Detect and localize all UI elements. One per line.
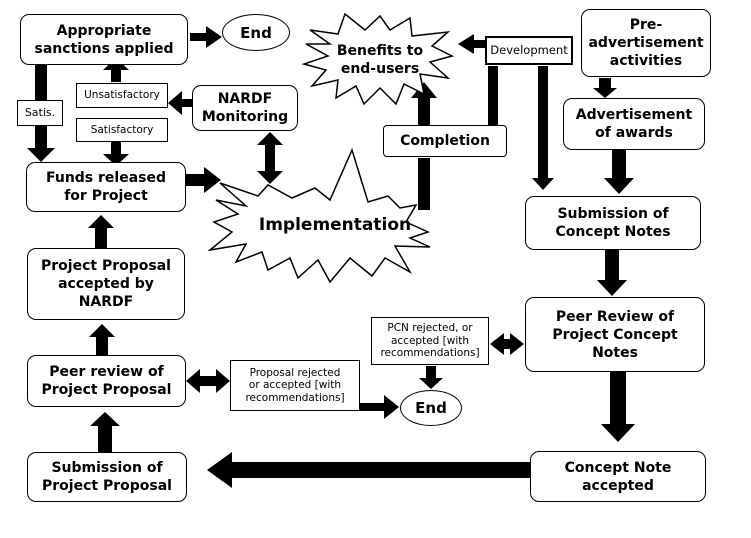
end-bottom-label: End [415, 399, 447, 417]
proposal-rejected-box: Proposal rejected or accepted [with reco… [230, 360, 360, 411]
pre-advertisement-box: Pre- advertisement activities [581, 9, 711, 77]
development-box: Development [485, 36, 573, 65]
unsatisfactory-label: Unsatisfactory [84, 89, 160, 102]
proposal-rejected-label: Proposal rejected or accepted [with reco… [245, 366, 345, 404]
peer-review-concept-box: Peer Review of Project Concept Notes [525, 297, 705, 372]
satis-label: Satis. [24, 105, 56, 119]
arrow-concept-to-submission [207, 452, 530, 488]
benefits-label: Benefits to end-users [336, 43, 424, 77]
appropriate-sanctions-box: Appropriate sanctions applied [20, 14, 188, 65]
funds-released-label: Funds released for Project [45, 170, 167, 204]
advertisement-label: Advertisement of awards [575, 107, 693, 141]
arrow-submission-to-peerreview [90, 412, 120, 452]
arrow-monitoring-to-unsatisfactory [168, 91, 192, 115]
arrow-development-to-benefits [458, 34, 488, 54]
arrow-implementation-to-completion [418, 158, 430, 210]
appropriate-sanctions-label: Appropriate sanctions applied [34, 22, 174, 57]
arrow-rejected-to-end [360, 395, 399, 419]
arrow-monitoring-implementation [257, 132, 283, 184]
proposal-accepted-box: Project Proposal accepted by NARDF [27, 248, 185, 320]
concept-accepted-label: Concept Note accepted [564, 459, 672, 494]
advertisement-box: Advertisement of awards [563, 98, 705, 150]
arrow-sanctions-to-end [190, 26, 222, 48]
peer-review-concept-label: Peer Review of Project Concept Notes [552, 308, 678, 361]
arrow-pcn-peerreviewconcept [490, 333, 524, 355]
funds-released-box: Funds released for Project [26, 162, 186, 212]
satisfactory-label: Satisfactory [90, 123, 154, 136]
end-top-ellipse: End [222, 14, 290, 51]
arrow-development-to-submission [532, 66, 554, 190]
arrow-adv-to-submission [604, 150, 634, 194]
implementation-label: Implementation [258, 215, 412, 235]
submission-concept-label: Submission of Concept Notes [555, 206, 671, 240]
development-label: Development [490, 43, 568, 58]
arrow-peerreview-to-accepted [89, 324, 115, 355]
arrow-pcn-to-end [419, 366, 443, 389]
arrow-funds-to-implementation [186, 167, 221, 193]
arrow-preadv-to-adv [593, 78, 617, 98]
end-top-label: End [240, 23, 272, 42]
peer-review-proposal-label: Peer review of Project Proposal [41, 364, 172, 398]
submission-concept-box: Submission of Concept Notes [525, 196, 701, 250]
pcn-rejected-label: PCN rejected, or accepted [with recommen… [380, 322, 480, 360]
arrow-peerreview-to-conceptaccepted [601, 372, 635, 442]
satisfactory-box: Satisfactory [76, 118, 168, 142]
arrow-completion-to-benefits [411, 82, 437, 128]
concept-accepted-box: Concept Note accepted [530, 451, 706, 502]
arrow-development-down [488, 66, 498, 126]
arrow-proposal-to-funds [88, 215, 114, 248]
satis-box: Satis. [17, 100, 63, 126]
arrow-peerreview-rejected [186, 369, 230, 393]
submission-proposal-box: Submission of Project Proposal [27, 452, 187, 502]
arrow-satisfactory-to-funds [103, 140, 129, 166]
peer-review-proposal-box: Peer review of Project Proposal [27, 355, 186, 407]
arrow-submission-to-peerreviewconcept [597, 250, 627, 296]
unsatisfactory-box: Unsatisfactory [76, 83, 168, 108]
completion-label: Completion [400, 133, 490, 149]
end-bottom-ellipse: End [400, 390, 462, 426]
nardf-monitoring-box: NARDF Monitoring [192, 85, 298, 131]
nardf-monitoring-label: NARDF Monitoring [201, 91, 289, 125]
pre-advertisement-label: Pre- advertisement activities [588, 17, 704, 69]
proposal-accepted-label: Project Proposal accepted by NARDF [41, 258, 171, 310]
submission-proposal-label: Submission of Project Proposal [42, 460, 172, 494]
pcn-rejected-box: PCN rejected, or accepted [with recommen… [371, 317, 489, 365]
completion-box: Completion [383, 125, 507, 157]
